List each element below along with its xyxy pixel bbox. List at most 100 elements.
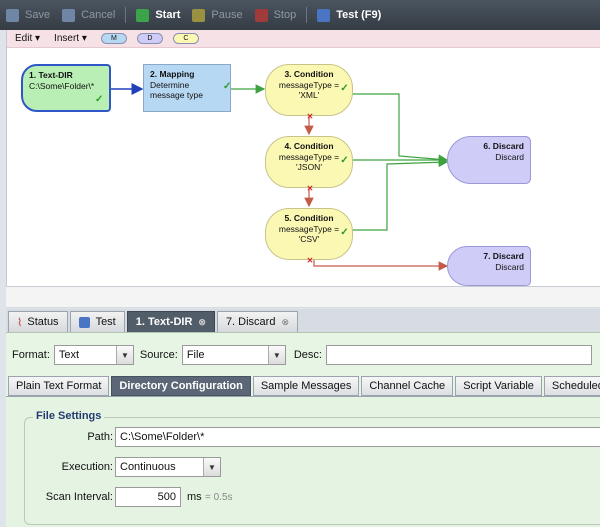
- start-button[interactable]: Start: [136, 8, 180, 22]
- format-value: Text: [58, 349, 80, 361]
- check-icon: ✓: [340, 227, 349, 238]
- tab-label: 7. Discard: [225, 316, 276, 328]
- pulse-icon: ⌇: [17, 316, 23, 329]
- scan-interval-label: Scan Interval:: [45, 491, 113, 503]
- node-condition-5[interactable]: 5. Condition messageType = 'CSV' ✓ ✕: [265, 208, 353, 265]
- source-select[interactable]: File ▼: [181, 345, 286, 365]
- node-mapping[interactable]: 2. Mapping Determine message type ✓: [143, 64, 231, 112]
- node-line: messageType =: [278, 151, 340, 162]
- source-subtab-bar: Plain Text Format Directory Configuratio…: [8, 375, 600, 396]
- node-line: 'JSON': [296, 162, 322, 173]
- check-icon: ✓: [223, 81, 232, 92]
- properties-panel: Format: Text ▼ Source: File ▼ Desc: Plai…: [6, 332, 600, 527]
- node-condition-4[interactable]: 4. Condition messageType = 'JSON' ✓ ✕: [265, 136, 353, 193]
- node-title: 4. Condition: [284, 141, 334, 151]
- save-icon: [6, 8, 19, 22]
- fail-x-icon: ✕: [306, 112, 314, 121]
- description-input[interactable]: [325, 345, 592, 365]
- execution-label: Execution:: [61, 461, 113, 473]
- source-value: File: [186, 349, 205, 361]
- node-line: Discard: [495, 261, 524, 272]
- toolbar-separator: [306, 7, 308, 23]
- edge-cond5-to-discard6: [352, 157, 449, 231]
- node-line: messageType =: [278, 79, 340, 90]
- subtab-script-variable[interactable]: Script Variable: [455, 376, 542, 396]
- subtab-sample-messages[interactable]: Sample Messages: [252, 376, 360, 396]
- tab-label: Status: [27, 316, 59, 328]
- cancel-button[interactable]: Cancel: [62, 8, 116, 22]
- close-tab-icon[interactable]: ⊗: [198, 316, 206, 327]
- format-select[interactable]: Text ▼: [53, 345, 134, 365]
- add-discard-pill[interactable]: D: [136, 33, 163, 44]
- toolbar-separator: [125, 7, 127, 23]
- chevron-down-icon: ▼: [203, 458, 220, 476]
- node-source-text-dir[interactable]: 1. Text-DIR C:\Some\Folder\* ✓: [21, 64, 111, 112]
- pause-button[interactable]: Pause: [192, 8, 243, 22]
- node-title: 6. Discard: [483, 141, 524, 151]
- execution-value: Continuous: [120, 461, 176, 473]
- check-icon: ✓: [95, 94, 104, 105]
- add-condition-pill[interactable]: C: [172, 33, 199, 44]
- scan-unit: ms: [187, 491, 202, 503]
- scan-interval-input[interactable]: 500: [115, 487, 181, 507]
- source-label: Source:: [139, 349, 178, 361]
- node-line: 'XML': [298, 90, 320, 101]
- add-mapping-pill[interactable]: M: [100, 33, 127, 44]
- chevron-down-icon: ▼: [115, 346, 133, 364]
- subtab-plain-text-format[interactable]: Plain Text Format: [8, 376, 110, 396]
- fail-x-icon: ✕: [306, 256, 314, 265]
- tab-test[interactable]: Test: [69, 311, 125, 332]
- edit-menu-label: Edit: [15, 33, 33, 44]
- tab-status[interactable]: ⌇ Status: [8, 311, 68, 332]
- node-title: 3. Condition: [284, 69, 334, 79]
- chevron-down-icon: ▼: [267, 346, 285, 364]
- stop-icon: [254, 8, 268, 22]
- execution-select[interactable]: Continuous ▼: [115, 457, 221, 477]
- fail-x-icon: ✕: [306, 184, 314, 193]
- directory-configuration-panel: File Settings Path: C:\Some\Folder\* Exe…: [6, 396, 600, 527]
- panel-splitter[interactable]: [6, 286, 600, 308]
- insert-menu-label: Insert: [54, 33, 80, 44]
- canvas-menu-bar: Edit ▾ Insert ▾ M D C: [7, 30, 600, 48]
- node-line: C:\Some\Folder\*: [29, 80, 95, 91]
- subtab-channel-cache[interactable]: Channel Cache: [361, 376, 454, 396]
- save-button[interactable]: Save: [6, 8, 50, 22]
- node-title: 2. Mapping: [150, 69, 195, 79]
- pause-label: Pause: [211, 9, 243, 21]
- subtab-directory-configuration[interactable]: Directory Configuration: [111, 376, 251, 396]
- stop-button[interactable]: Stop: [254, 8, 297, 22]
- file-settings-group: File Settings Path: C:\Some\Folder\* Exe…: [24, 410, 600, 525]
- node-discard-6[interactable]: 6. Discard Discard: [447, 136, 531, 184]
- subtab-scheduled[interactable]: Scheduled: [543, 376, 600, 396]
- node-discard-7[interactable]: 7. Discard Discard: [447, 246, 531, 286]
- main-toolbar: Save Cancel Start Pause Stop Test (F9): [0, 0, 600, 30]
- tab-text-dir[interactable]: 1. Text-DIR ⊗: [126, 311, 215, 332]
- node-title: 1. Text-DIR: [29, 70, 73, 80]
- tab-discard-7[interactable]: 7. Discard ⊗: [216, 311, 299, 332]
- desc-label: Desc:: [293, 349, 322, 361]
- path-label: Path:: [87, 431, 113, 443]
- bottom-tab-bar: ⌇ Status Test 1. Text-DIR ⊗ 7. Discard ⊗: [6, 309, 600, 332]
- test-arrow-icon: [317, 8, 331, 22]
- test-label: Test (F9): [336, 9, 382, 21]
- close-tab-icon[interactable]: ⊗: [281, 316, 290, 327]
- format-label: Format:: [12, 349, 50, 361]
- node-condition-3[interactable]: 3. Condition messageType = 'XML' ✓ ✕: [265, 64, 353, 121]
- check-icon: ✓: [340, 155, 349, 166]
- pause-icon: [192, 8, 206, 22]
- scan-hint: = 0.5s: [205, 492, 233, 503]
- node-title: 7. Discard: [483, 251, 524, 261]
- insert-menu[interactable]: Insert ▾: [54, 33, 87, 44]
- node-title: 5. Condition: [284, 213, 334, 223]
- stop-label: Stop: [273, 9, 297, 21]
- test-button[interactable]: Test (F9): [317, 8, 382, 22]
- edge-cond3-to-discard6: [352, 93, 449, 165]
- node-line: Discard: [495, 151, 524, 162]
- check-icon: ✓: [340, 83, 349, 94]
- node-line: messageType =: [278, 223, 340, 234]
- path-input[interactable]: C:\Some\Folder\*: [115, 427, 600, 447]
- cancel-label: Cancel: [81, 9, 116, 21]
- test-arrow-icon: [78, 316, 90, 328]
- edit-menu[interactable]: Edit ▾: [15, 33, 41, 44]
- source-settings-row: Format: Text ▼ Source: File ▼ Desc:: [12, 345, 592, 365]
